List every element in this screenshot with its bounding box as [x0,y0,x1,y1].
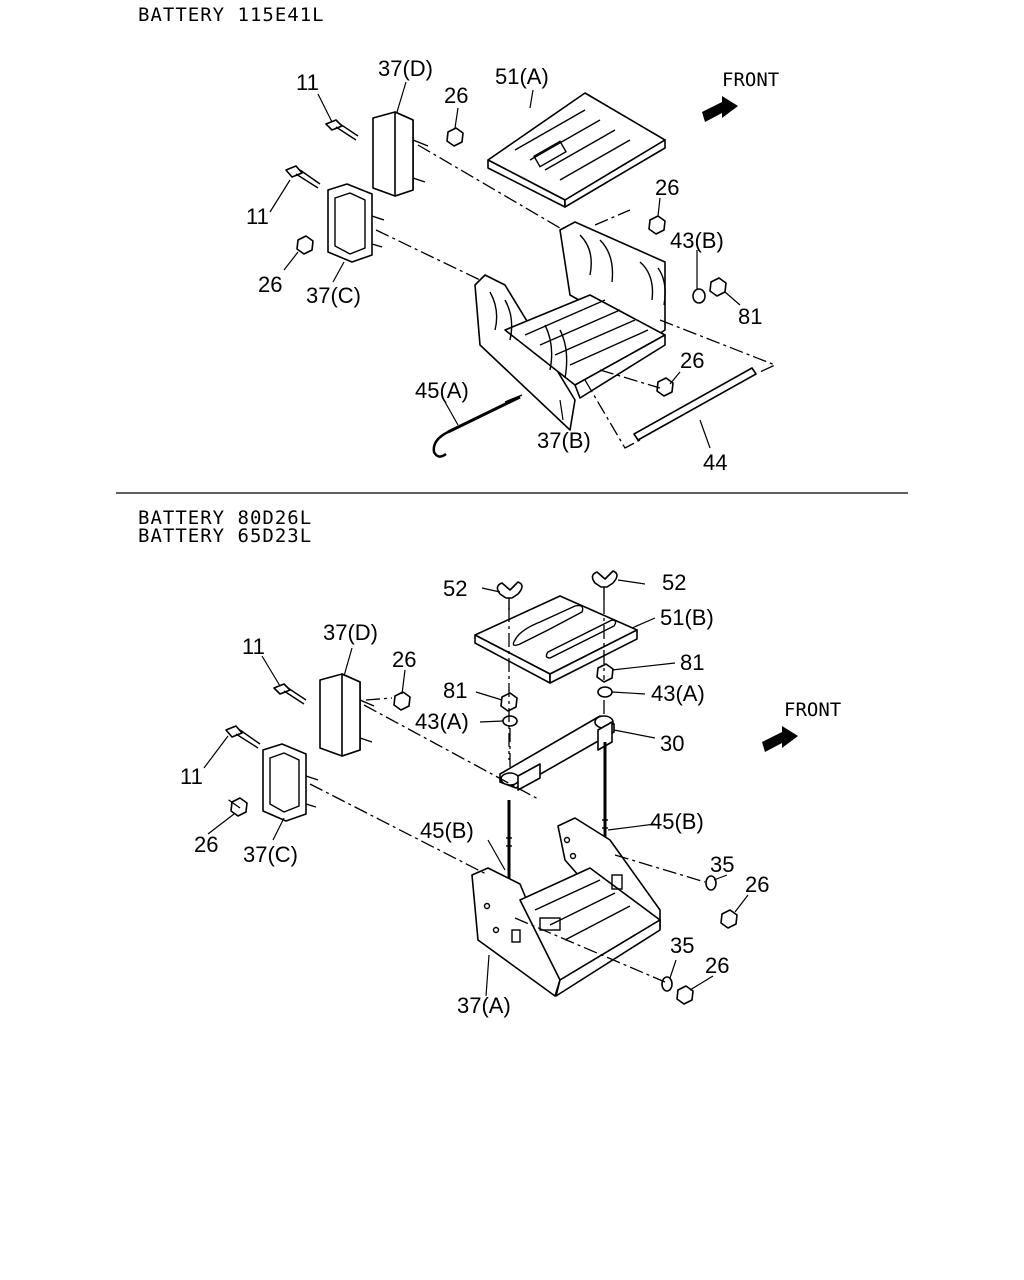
assembly-line [614,854,706,883]
section-1-diagram: BATTERY 115E41L FRONT [138,4,779,475]
assembly-line [584,319,777,449]
leader-line [203,579,749,997]
section-2-front-label: FRONT [784,699,841,721]
callout-81: 81 [680,650,704,675]
callout-35: 35 [670,933,694,958]
callout-45a: 45(A) [415,378,469,403]
callout-44: 44 [703,450,727,475]
callout-52: 52 [662,570,686,595]
washer-43a-left [502,715,518,727]
callout-81: 81 [738,304,762,329]
section-2-diagram: BATTERY 80D26L BATTERY 65D23L FRONT [138,507,841,1018]
nut-26-a [446,127,464,147]
hook-rod-45a [432,394,523,458]
callout-43a: 43(A) [415,709,469,734]
washer-35-upper [705,875,717,891]
leader-line [269,81,741,449]
section-1-front-label: FRONT [722,69,779,91]
callout-11: 11 [180,764,203,789]
callout-51a: 51(A) [495,64,549,89]
battery-tray-37b [474,221,666,431]
assembly-line [514,917,666,983]
nut-26-a [393,691,411,711]
washer-35-lower [661,976,673,992]
bracket-37c-top [327,183,385,263]
callout-11: 11 [246,204,269,229]
callout-30: 30 [660,731,684,756]
front-arrow-icon [762,726,798,752]
callout-37d: 37(D) [323,620,378,645]
callout-43a: 43(A) [651,681,705,706]
hold-down-clamp-30 [499,715,615,791]
bracket-37d-bottom [319,673,375,757]
callout-37a: 37(A) [457,993,511,1018]
bolt-11-upper [273,683,307,705]
callout-26: 26 [258,272,282,297]
callout-45b: 45(B) [420,818,474,843]
front-arrow-icon [702,96,738,122]
assembly-line [363,704,541,801]
callout-26: 26 [392,647,416,672]
callout-26: 26 [655,175,679,200]
nut-26-c [648,215,666,235]
assembly-line [309,783,489,876]
callout-37c: 37(C) [243,842,298,867]
nut-81-right [596,663,614,683]
callout-26: 26 [680,348,704,373]
section-1-header: BATTERY 115E41L [138,4,325,26]
callout-26: 26 [745,872,769,897]
callout-37c: 37(C) [306,283,361,308]
wing-nut-52-right [591,570,618,600]
callout-26: 26 [444,83,468,108]
callout-11: 11 [296,70,319,95]
bracket-37c-bottom [262,743,319,822]
callout-45b: 45(B) [650,809,704,834]
bolt-11-left [285,165,321,189]
nut-81-top [709,277,727,297]
callout-26: 26 [194,832,218,857]
bolt-11-upper [325,119,359,141]
callout-35: 35 [710,852,734,877]
callout-26: 26 [705,953,729,978]
bracket-37d-top [372,111,429,197]
callout-37d: 37(D) [378,56,433,81]
assembly-line [417,144,561,229]
washer-43a-right [597,686,613,698]
nut-26-d [676,985,694,1005]
callout-51b: 51(B) [660,605,714,630]
section-2-header-1: BATTERY 80D26L [138,507,312,529]
assembly-line [599,369,661,389]
washer-43b [692,288,706,304]
battery-tray-37a [471,817,661,997]
assembly-line [594,209,631,226]
wing-nut-52-left [496,581,523,610]
nut-26-d [656,377,674,397]
battery-cover-51a [487,92,666,208]
callout-37b: 37(B) [537,428,591,453]
assembly-line [375,229,481,281]
bolt-11-left [225,725,261,749]
assembly-line [365,697,393,701]
callout-11: 11 [242,634,265,659]
section-2-header-2: BATTERY 65D23L [138,525,312,547]
callout-81: 81 [443,678,467,703]
assembly-line [225,797,241,809]
nut-26-c [720,909,738,929]
callout-52: 52 [443,576,467,601]
battery-cover-51b [474,595,638,684]
callout-43b: 43(B) [670,228,724,253]
nut-26-b [296,235,314,255]
hook-rod-45b-right [602,742,608,842]
rod-44 [633,367,757,441]
